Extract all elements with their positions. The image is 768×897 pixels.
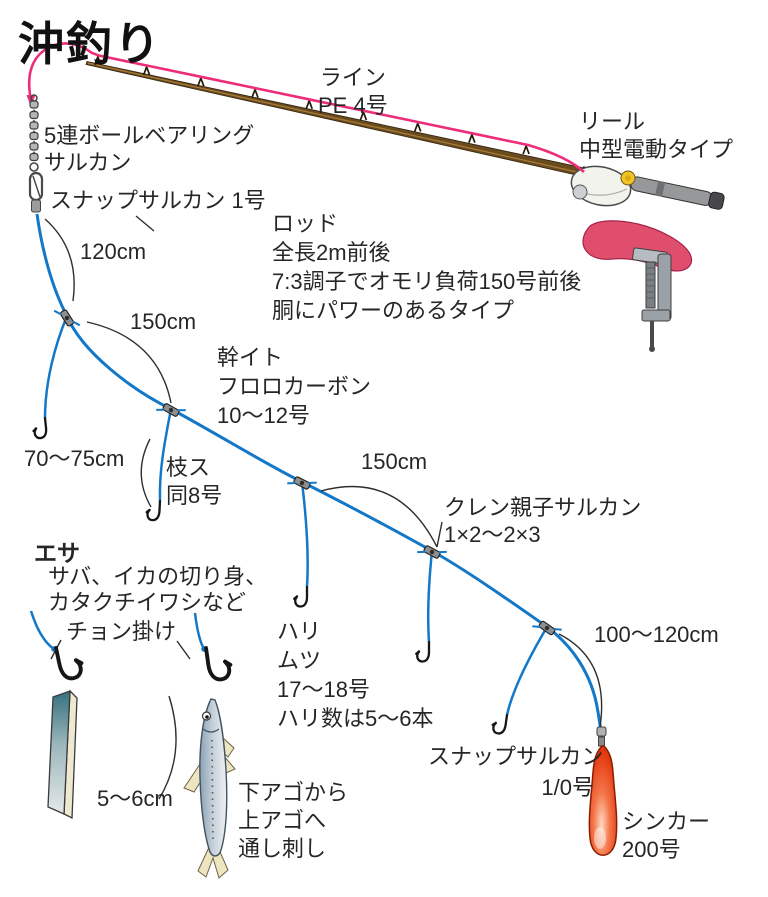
branch-line-spec-label: 枝ス 同8号 <box>166 454 222 510</box>
rod-spec-line: 全長2m前後 <box>272 240 391 265</box>
main-line-spec-line: フロロカーボン <box>217 374 372 399</box>
hook-spec-line: 17〜18号 <box>277 677 370 702</box>
bait-desc-line: カタクチイワシなど <box>48 590 247 615</box>
measure-arcs <box>44 215 603 800</box>
bait-desc-label: サバ、イカの切り身、 カタクチイワシなど <box>48 564 267 616</box>
length-150cm-mid-label: 150cm <box>361 449 428 474</box>
hook-spec-label: ハリ ムツ 17〜18号 ハリ数は5〜6本 <box>277 617 433 733</box>
snap-swivel-1-0-line: スナップサルカン <box>428 744 604 769</box>
bait-hook-2 <box>204 643 235 683</box>
hook-spec-line: ハリ数は5〜6本 <box>277 706 434 731</box>
bait-line-2 <box>193 612 206 650</box>
bait-section-title: エサ <box>34 540 80 566</box>
sinker-label: シンカー 200号 <box>622 808 710 864</box>
bearing-swivel-label: 5連ボールベアリング サルカン <box>44 122 254 176</box>
line-spec-line: ライン <box>319 65 386 90</box>
dropper-line-2 <box>158 408 173 502</box>
reel-spec-line: リール <box>579 109 646 134</box>
line-spec-label: ライン PE 4号 <box>318 64 388 120</box>
bait-threading-line: 上アゴへ <box>238 808 327 833</box>
arc-70-75cm <box>140 438 152 508</box>
snap-swivel-1-0-line: 1/0号 <box>541 775 594 800</box>
bait-strip <box>47 689 78 820</box>
main-line-spec-line: 10〜12号 <box>217 403 310 428</box>
sinker <box>588 745 618 856</box>
pointer-kuren <box>436 521 443 548</box>
branch-line-spec-line: 同8号 <box>166 483 223 508</box>
kuren-swivel-line: 1×2〜2×3 <box>444 522 541 547</box>
kuren-swivel-line: クレン親子サルカン <box>444 495 642 520</box>
bait-threading-line: 通し刺し <box>238 836 327 861</box>
rod-spec-line: 7:3調子でオモリ負荷150号前後 <box>272 269 582 294</box>
arc-150cm-top <box>86 321 172 404</box>
pointer-snap1 <box>135 215 155 232</box>
kuren-swivel-label: クレン親子サルカン 1×2〜2×3 <box>444 494 641 548</box>
rod-spec-label: ロッド 全長2m前後 7:3調子でオモリ負荷150号前後 胴にパワーのあるタイプ <box>272 209 581 325</box>
hook-spec-line: ムツ <box>277 648 322 673</box>
reel-spec-label: リール 中型電動タイプ <box>579 108 733 164</box>
bait-fish <box>183 698 236 879</box>
branch-line-spec-line: 枝ス <box>166 455 211 480</box>
diagram-title: 沖釣り <box>18 18 162 70</box>
bait-size-label: 5〜6cm <box>97 786 173 811</box>
sinker-line: 200号 <box>622 837 681 862</box>
bait-threading-line: 下アゴから <box>238 780 349 805</box>
bait-line-1 <box>29 610 55 651</box>
rod-spec-line: ロッド <box>272 211 339 236</box>
dropper-line-5 <box>505 626 549 716</box>
reel-spec-line: 中型電動タイプ <box>579 137 734 162</box>
snap-swivel-top <box>28 171 44 213</box>
snap-swivel-1-label: スナップサルカン 1号 <box>50 188 266 213</box>
bearing-swivel-line: 5連ボールベアリング <box>44 123 255 148</box>
arc-120cm <box>44 218 75 302</box>
dropper-line-4 <box>426 550 434 643</box>
arc-5-6cm <box>158 695 177 800</box>
line-spec-line: PE 4号 <box>318 93 388 118</box>
rod-spec-line: 胴にパワーのあるタイプ <box>272 298 515 323</box>
bait-desc-line: サバ、イカの切り身、 <box>48 564 268 589</box>
hook-5 <box>490 712 509 736</box>
bait-threading-label: 下アゴから 上アゴへ 通し刺し <box>238 779 348 863</box>
length-70-75cm-label: 70〜75cm <box>24 446 125 471</box>
length-120cm-label: 120cm <box>80 239 147 264</box>
branch-swivel-1 <box>53 302 81 334</box>
chon-gake-label: チョン掛け <box>66 619 177 644</box>
dropper-line-3 <box>300 481 309 588</box>
hook-spec-line: ハリ <box>277 619 322 644</box>
sinker-line: シンカー <box>622 809 711 834</box>
main-line <box>35 213 604 739</box>
main-line-spec-line: 幹イト <box>217 345 284 370</box>
bait-hook-1 <box>54 641 87 683</box>
dropper-lines <box>43 315 549 716</box>
length-100-120cm-label: 100〜120cm <box>594 622 719 647</box>
bearing-swivel-line: サルカン <box>44 150 132 175</box>
snap-swivel-1-0-label: スナップサルカン 1/0号 <box>428 741 604 803</box>
bearing-swivel-chain <box>29 94 39 172</box>
hook-1 <box>31 416 49 440</box>
arc-150cm-mid <box>320 485 438 548</box>
length-150cm-top-label: 150cm <box>130 309 197 334</box>
rod-holder-clamp <box>582 220 693 352</box>
main-line-spec-label: 幹イト フロロカーボン 10〜12号 <box>217 343 371 430</box>
rod-guides <box>94 54 530 155</box>
reel <box>570 165 636 207</box>
pointer-chon-right <box>176 640 191 660</box>
dropper-line-1 <box>43 315 69 419</box>
arc-100-120cm <box>558 633 603 728</box>
hook-3 <box>293 585 309 608</box>
